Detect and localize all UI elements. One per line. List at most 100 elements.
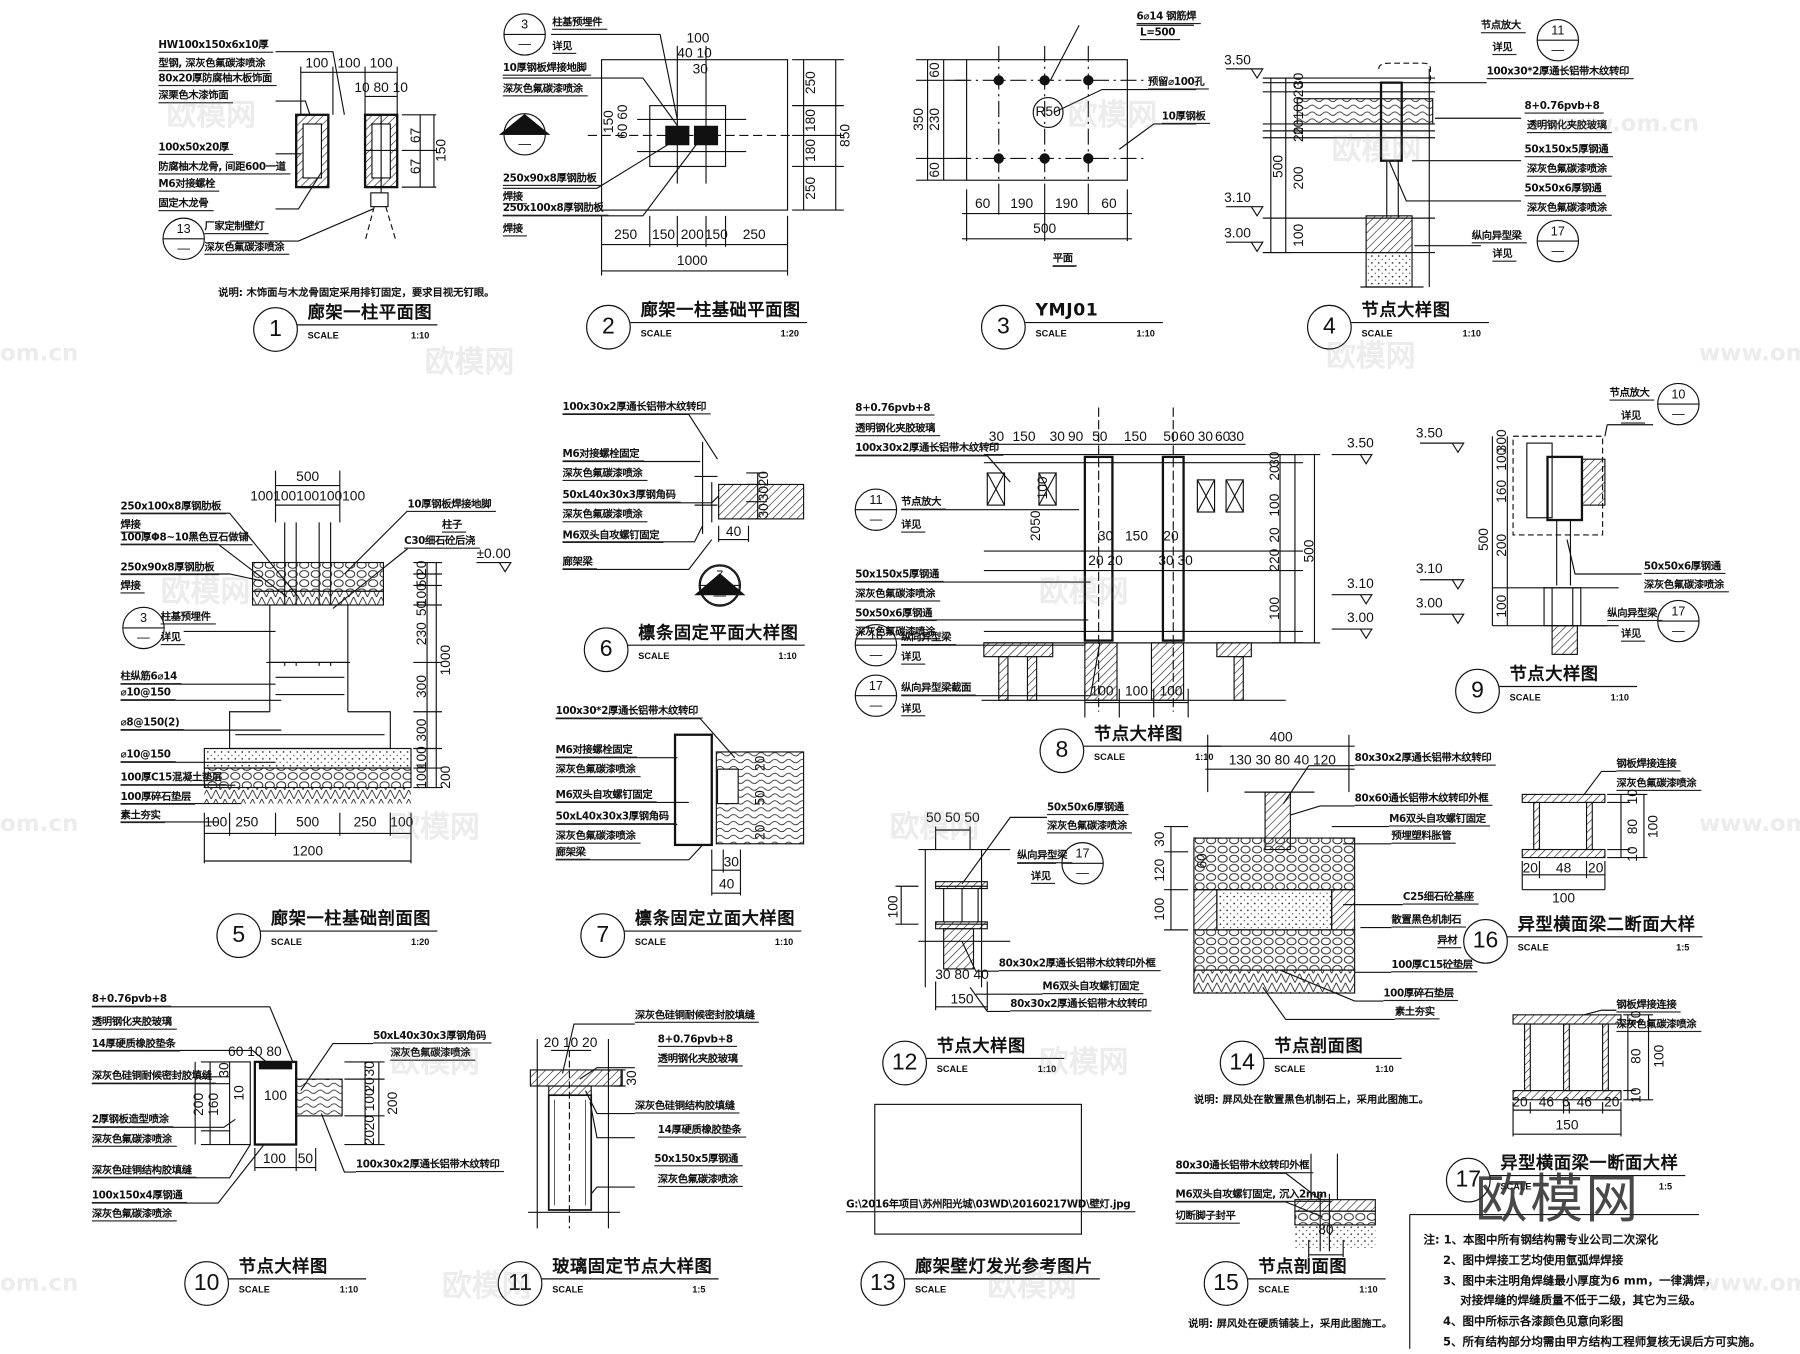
drawing-note: 说明: 屏风处在硬质铺装上，采用此图施工。 xyxy=(1188,1319,1393,1331)
notes-frame xyxy=(1409,1214,1700,1349)
dimension-text: 67 xyxy=(407,158,424,175)
dimension-text: 20 xyxy=(1604,1094,1620,1111)
scale-value: 1:20 xyxy=(780,328,800,339)
detail-2-drawing xyxy=(498,33,844,276)
dimension-text: 220 xyxy=(1266,548,1283,572)
watermark: 欧模网 xyxy=(441,1269,532,1305)
dimension-text: 30 xyxy=(623,1070,640,1086)
watermark-site: om.cn xyxy=(0,1268,79,1297)
callout-label: 深灰色氟碳漆喷涂 xyxy=(1526,203,1612,216)
callout-label: 50x50x6厚钢通 xyxy=(1524,184,1606,197)
callout-label: 100厚碎石垫层 xyxy=(120,792,196,805)
dimension-text: 160 xyxy=(205,1092,222,1116)
watermark-site: www.om.cn xyxy=(1699,809,1800,837)
dimension-text: 1200 xyxy=(292,842,323,859)
dimension-text: 100 xyxy=(204,813,228,831)
callout-label: 8+0.76pvb+8 xyxy=(855,403,935,416)
dimension-text: 80 xyxy=(1624,818,1641,835)
dimension-text: 90 xyxy=(1068,428,1084,445)
dimension-text: 60 60 xyxy=(614,104,631,139)
callout-label: 焊接 xyxy=(502,224,528,237)
dimension-text: ±0.00 xyxy=(476,545,511,562)
dimension-text: 100 xyxy=(337,55,361,72)
dimension-text: 250 xyxy=(235,813,259,831)
callout-label: 深灰色氟碳漆喷涂 xyxy=(1616,778,1701,791)
reference-sheet: — xyxy=(869,699,883,713)
callout-label: 50x150x5厚钢通 xyxy=(855,569,944,583)
scale-value: 1:5 xyxy=(1676,942,1690,953)
scale-label: SCALE xyxy=(1361,328,1393,339)
scale-value: 1:10 xyxy=(339,1284,359,1295)
detail-number: 4 xyxy=(1322,313,1336,340)
dimension-text: 3.00 xyxy=(1415,594,1443,611)
callout-label: M6对接螺栓 xyxy=(158,179,220,192)
scale-value: 1:10 xyxy=(1375,1064,1394,1075)
scale-value: 1:5 xyxy=(692,1284,706,1295)
scale-value: 1:10 xyxy=(410,330,430,341)
callout-label: ⌀10@150 xyxy=(120,750,176,763)
dimension-text: 100 xyxy=(1151,897,1168,921)
callout-label: 节点放大 xyxy=(1480,21,1526,34)
reference-number: 3 xyxy=(521,18,529,33)
detail-title: 异型横面梁一断面大样 xyxy=(1500,1152,1679,1174)
callout-label: 详见 xyxy=(901,704,926,717)
dimension-text: 60 xyxy=(1193,853,1210,869)
dimension-text: 200 xyxy=(1290,166,1307,190)
dimension-text: 80 xyxy=(1318,1221,1334,1238)
scale-value: 1:10 xyxy=(774,936,794,948)
detail-number-circle xyxy=(980,304,1026,350)
detail-title: 节点大样图 xyxy=(1094,723,1184,744)
callout-label: 节点放大 xyxy=(1609,388,1655,401)
callout-label: 8+0.76pvb+8 xyxy=(91,994,172,1007)
callout-label: ⌀10@150 xyxy=(120,688,176,701)
callout-label: 6⌀14 钢筋焊 xyxy=(1136,11,1201,25)
general-note-item: 3、图中未注明角焊缝最小厚度为6 mm，一律满焊， xyxy=(1443,1275,1717,1289)
dimension-text: 180 xyxy=(802,109,819,133)
dimension-text: 20 xyxy=(1163,528,1179,545)
callout-label: M6双头自攻螺钉固定 xyxy=(555,790,657,803)
scale-label: SCALE xyxy=(238,1284,270,1295)
dimension-text: 100 xyxy=(885,895,902,919)
watermark: 欧模网 xyxy=(1038,575,1129,610)
dimension-text: 20 xyxy=(755,471,772,487)
dimension-text: 10 80 10 xyxy=(354,79,408,96)
detail-number-circle xyxy=(1455,668,1500,714)
detail-10-drawing xyxy=(91,1006,385,1204)
scale-label: SCALE xyxy=(1509,692,1541,703)
dimension-text: 20 xyxy=(361,1129,378,1146)
reference-number: 17 xyxy=(868,679,883,694)
scale-label: SCALE xyxy=(936,1064,968,1075)
callout-label: 廊架梁 xyxy=(562,557,598,570)
callout-label: 250x100x8厚钢肋板 xyxy=(502,203,608,216)
detail-title: 节点大样图 xyxy=(1361,299,1451,321)
dimension-text: 100 xyxy=(1493,447,1510,471)
detail-number: 12 xyxy=(891,1049,918,1076)
callout-label: 纵向异型梁 xyxy=(1471,231,1527,244)
callout-label: 深灰色氟碳漆喷涂 xyxy=(91,1134,177,1147)
callout-label: L=500 xyxy=(1139,28,1180,41)
callout-label: 平面 xyxy=(1052,254,1078,267)
dimension-text: 50 50 50 xyxy=(926,809,980,826)
callout-label: 切断脚子封平 xyxy=(1175,1211,1241,1224)
dimension-text: 250 xyxy=(802,71,819,95)
callout-label: 深灰色氟碳漆喷涂 xyxy=(91,1209,177,1222)
detail-number-circle xyxy=(583,627,629,673)
callout-label: 100厚C15混凝土垫层 xyxy=(120,773,227,786)
callout-label: M6双头自攻螺钉固定 xyxy=(562,530,664,544)
detail-title: 廊架一柱基础剖面图 xyxy=(270,908,432,929)
dimension-text: 30 xyxy=(1197,428,1214,445)
dimension-text: 30 xyxy=(755,485,772,502)
reference-sheet: — xyxy=(869,648,883,663)
detail-number-circle xyxy=(1039,728,1085,774)
reference-number: 10 xyxy=(1671,388,1686,402)
reference-sheet: — xyxy=(1672,407,1685,422)
reference-number: 13 xyxy=(176,222,191,237)
dimension-text: 50 xyxy=(1092,428,1108,445)
callout-label: 80x30通长铝带木纹转印外框 xyxy=(1175,1161,1314,1174)
dimension-text: 200 xyxy=(384,1091,401,1115)
callout-label: 50x150x5厚钢通 xyxy=(1524,145,1613,158)
dimension-text: 250 xyxy=(802,176,819,200)
callout-label: 100x30*2厚通长铝带木纹转印 xyxy=(555,706,703,719)
callout-label: 柱基预埋件 xyxy=(552,17,607,30)
